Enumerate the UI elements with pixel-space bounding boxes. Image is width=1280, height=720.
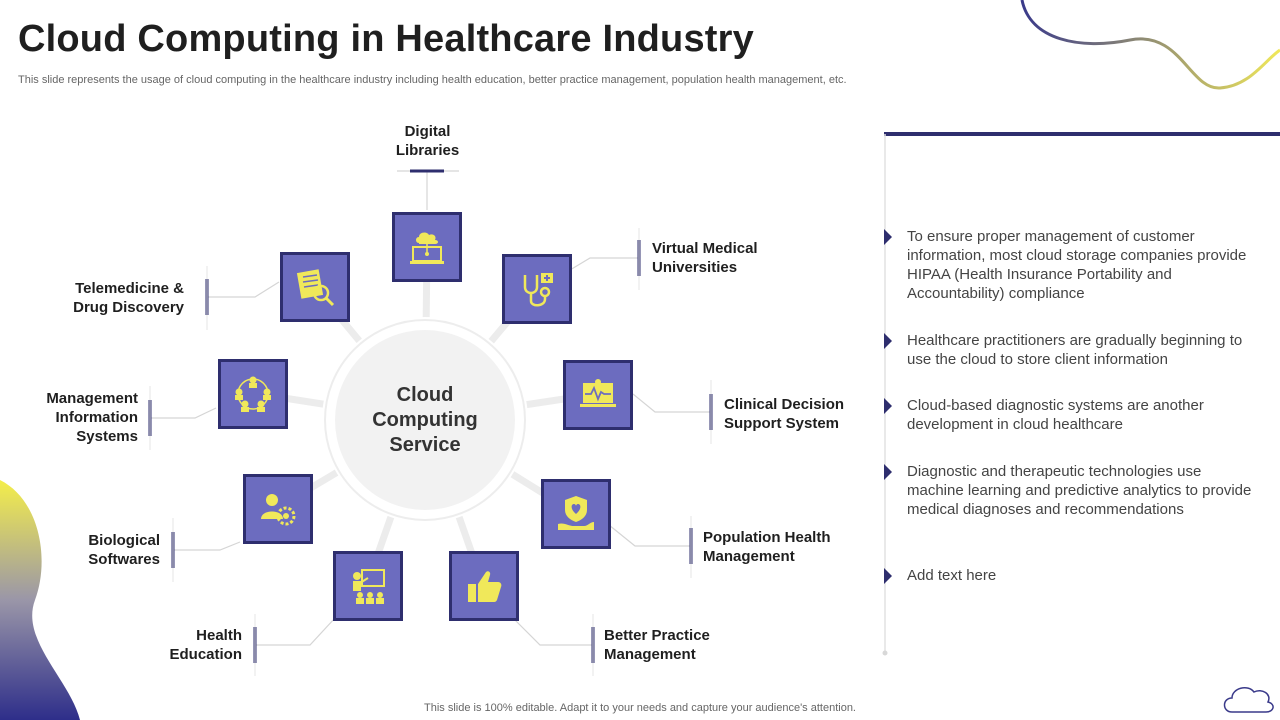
- node-better-practice: [449, 551, 519, 621]
- center-line-1: Cloud: [396, 383, 454, 406]
- label-line: Biological: [88, 532, 160, 549]
- label-line: Population Health: [703, 529, 831, 546]
- bottom-left-blob: [0, 480, 80, 720]
- teacher-board-icon: [353, 569, 385, 604]
- label-line: Clinical Decision: [724, 396, 845, 413]
- people-network-icon: [235, 376, 271, 412]
- top-right-wave: [1020, 0, 1280, 90]
- label-virtual-medical-universities: Virtual Medical Universities: [652, 239, 758, 277]
- node-biological-softwares: [243, 474, 313, 544]
- laptop-heartbeat-icon: [580, 379, 616, 407]
- user-gear-icon: [261, 494, 296, 526]
- center-line-2: Computing: [372, 408, 478, 431]
- bullet-text: Cloud-based diagnostic systems are anoth…: [907, 397, 1204, 433]
- label-line: Digital: [404, 123, 451, 140]
- label-line: Libraries: [395, 142, 460, 159]
- center-line-3: Service: [389, 433, 461, 456]
- label-health-education: Health Education: [142, 626, 242, 664]
- label-line: Support System: [724, 415, 840, 432]
- document-search-icon: [296, 269, 335, 307]
- hand-shield-heart-icon: [558, 496, 594, 530]
- bullet-text: Add text here: [907, 567, 997, 584]
- label-line: Management: [703, 548, 795, 565]
- label-line: Universities: [652, 259, 738, 276]
- label-telemedicine: Telemedicine & Drug Discovery: [44, 279, 184, 317]
- label-line: Better Practice: [604, 627, 710, 644]
- label-digital-libraries: Digital Libraries: [395, 122, 460, 160]
- center-circle: Cloud Computing Service: [335, 330, 515, 510]
- cloud-laptop-icon: [410, 232, 444, 264]
- label-management-information: Management Information Systems: [18, 389, 138, 446]
- triangle-bullet-icon: [884, 333, 892, 349]
- label-line: Systems: [76, 428, 138, 445]
- node-clinical-decision-support: [563, 360, 633, 430]
- page-subtitle: This slide represents the usage of cloud…: [18, 74, 847, 86]
- label-population-health: Population Health Management: [703, 528, 831, 566]
- label-better-practice: Better Practice Management: [604, 626, 710, 664]
- node-population-health: [541, 479, 611, 549]
- triangle-bullet-icon: [884, 464, 892, 480]
- label-line: Management: [46, 390, 138, 407]
- bullet-text: Healthcare practitioners are gradually b…: [907, 332, 1243, 368]
- footer-note: This slide is 100% editable. Adapt it to…: [424, 702, 856, 714]
- bullet-text: To ensure proper management of customer …: [907, 228, 1247, 302]
- label-line: Education: [169, 646, 242, 663]
- label-line: Telemedicine &: [75, 280, 184, 297]
- node-health-education: [333, 551, 403, 621]
- thumbs-up-icon: [468, 571, 502, 602]
- bullet-text: Diagnostic and therapeutic technologies …: [907, 463, 1252, 518]
- label-line: Health: [196, 627, 242, 644]
- node-digital-libraries: [392, 212, 462, 282]
- triangle-bullet-icon: [884, 568, 892, 584]
- label-line: Drug Discovery: [73, 299, 184, 316]
- page-title: Cloud Computing in Healthcare Industry: [18, 18, 754, 60]
- node-telemedicine: [280, 252, 350, 322]
- label-line: Softwares: [88, 551, 160, 568]
- label-clinical-decision-support: Clinical Decision Support System: [724, 395, 844, 433]
- cloud-outline-icon: [1223, 687, 1274, 713]
- node-virtual-medical-universities: [502, 254, 572, 324]
- node-management-information: [218, 359, 288, 429]
- triangle-bullet-icon: [884, 398, 892, 414]
- triangle-bullet-icon: [884, 229, 892, 245]
- label-line: Information: [55, 409, 139, 426]
- label-line: Virtual Medical: [652, 240, 758, 257]
- label-biological-softwares: Biological Softwares: [50, 531, 160, 569]
- label-line: Management: [604, 646, 696, 663]
- stethoscope-icon: [523, 273, 553, 307]
